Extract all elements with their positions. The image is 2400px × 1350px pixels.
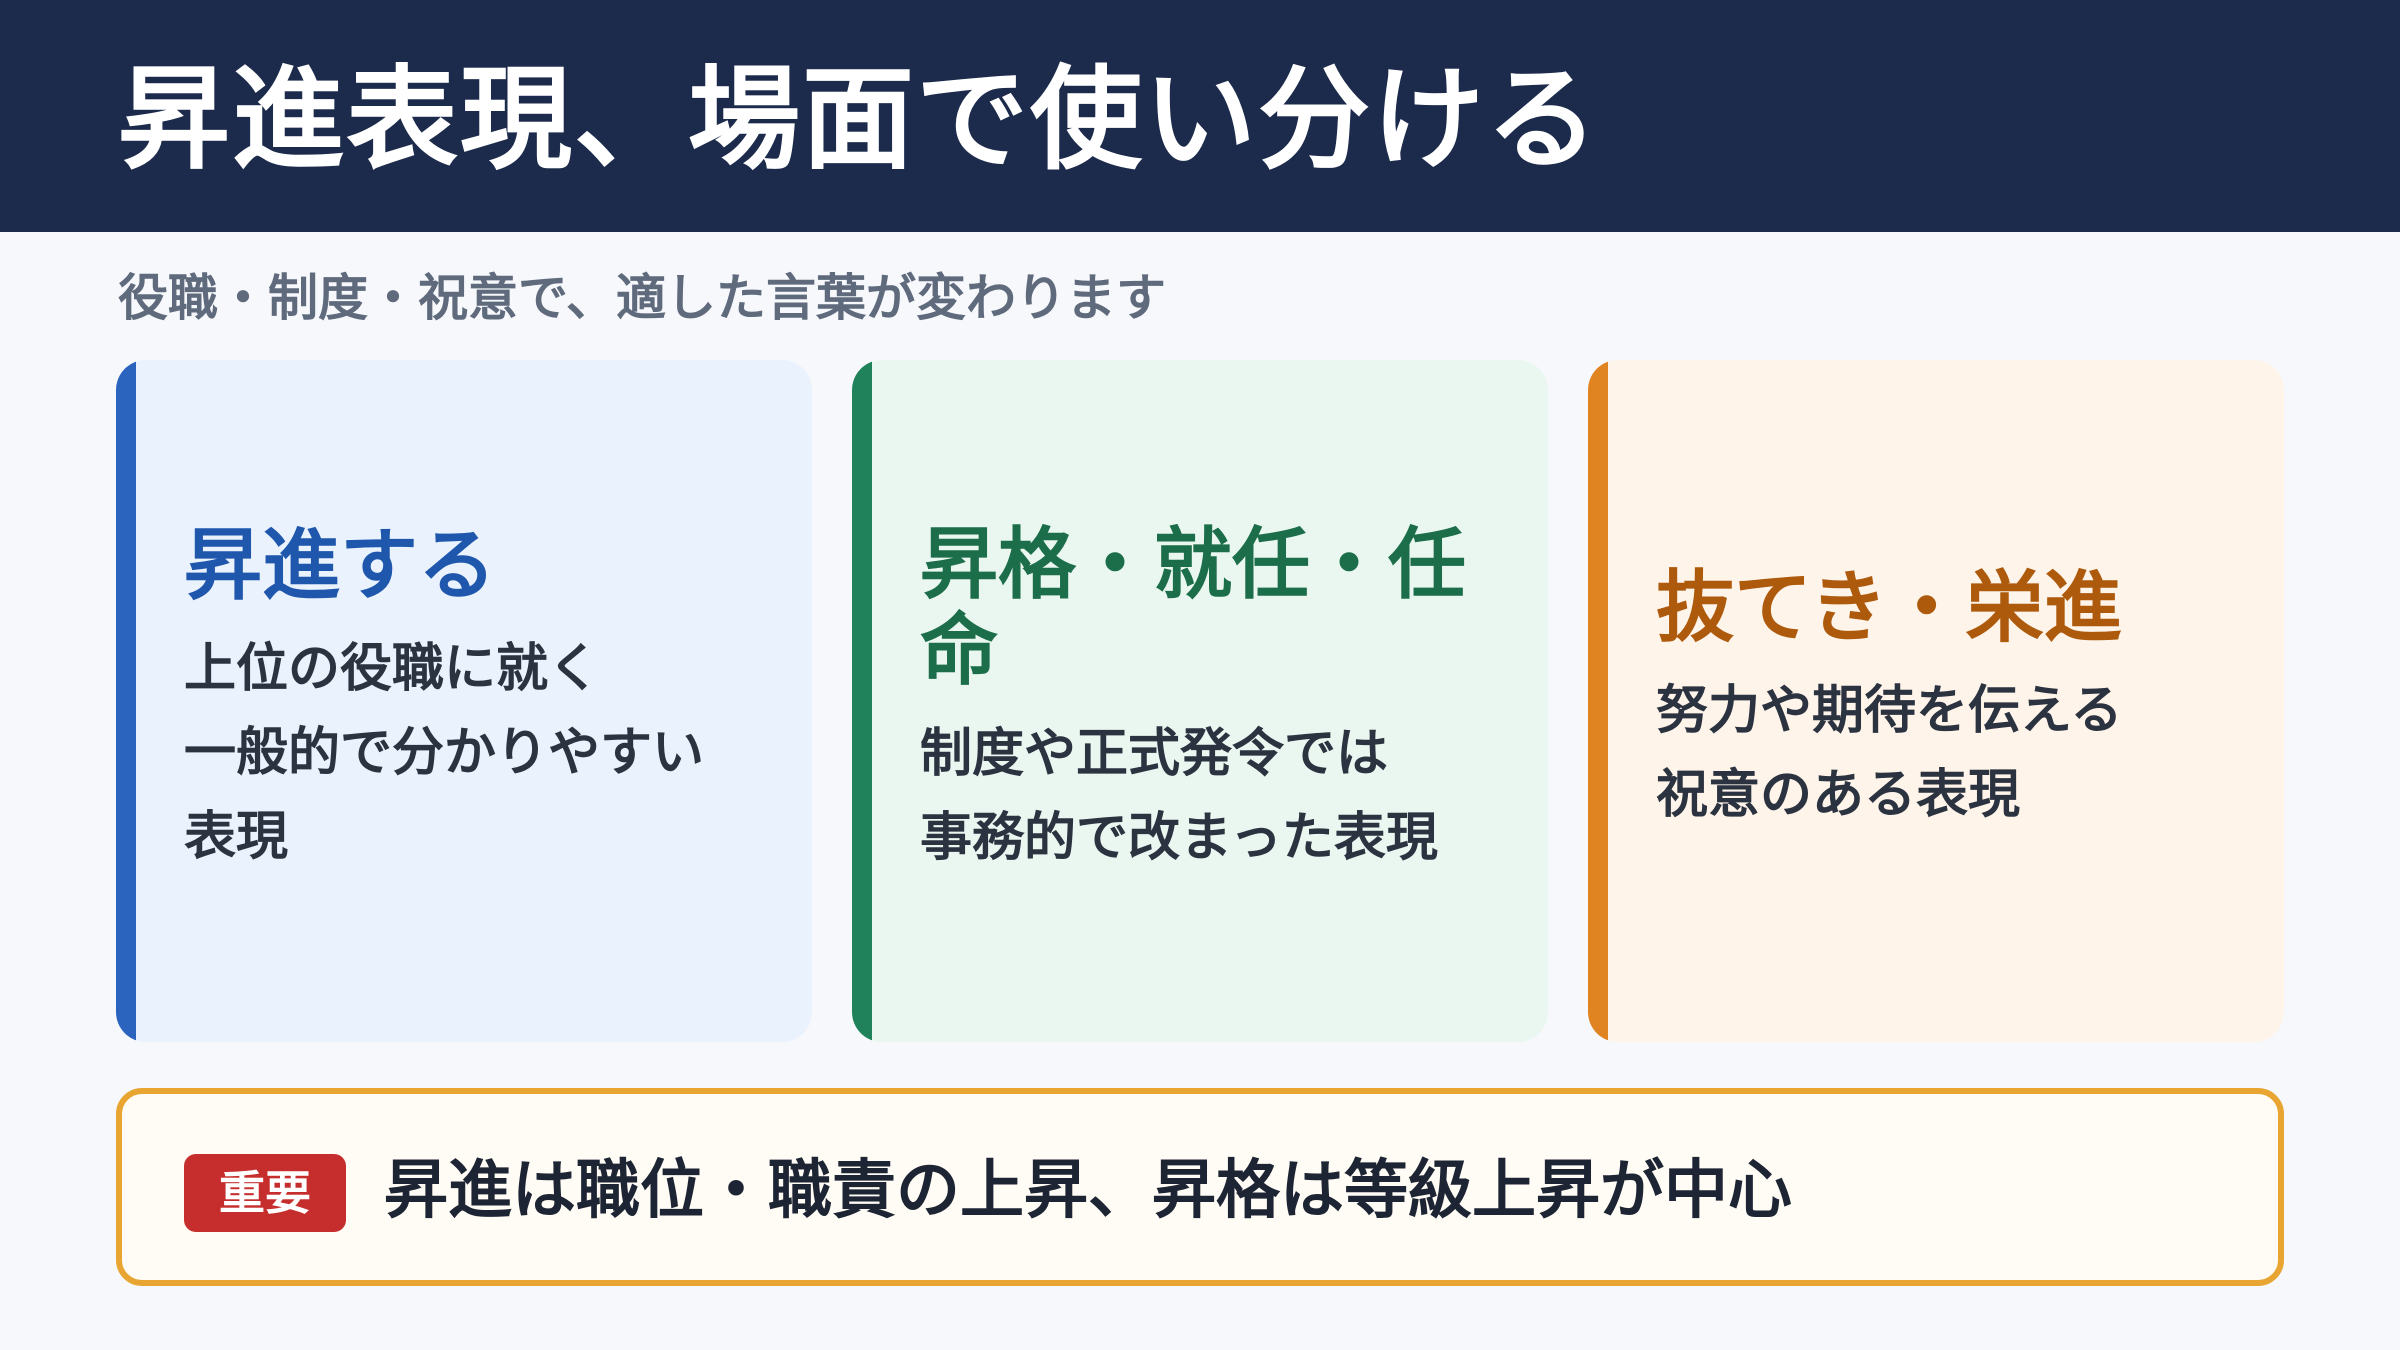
card-description-line: 表現	[184, 807, 289, 867]
card-description: 上位の役職に就く 一般的で分かりやすい 表現	[184, 627, 772, 879]
card-description-line: 祝意のある表現	[1656, 765, 2021, 825]
card-description-line: 上位の役職に就く	[184, 639, 601, 699]
card-description-line: 制度や正式発令では	[920, 724, 1389, 784]
card-shokaku: 昇格・就任・任命 制度や正式発令では 事務的で改まった表現	[852, 360, 1548, 1042]
important-note-text: 昇進は職位・職責の上昇、昇格は等級上昇が中心	[384, 1154, 1792, 1228]
important-badge: 重要	[184, 1154, 346, 1232]
page-subtitle: 役職・制度・祝意で、適した言葉が変わります	[118, 269, 1166, 327]
card-shoshin: 昇進する 上位の役職に就く 一般的で分かりやすい 表現	[116, 360, 812, 1042]
card-content: 昇進する 上位の役職に就く 一般的で分かりやすい 表現	[184, 360, 772, 1042]
card-content: 昇格・就任・任命 制度や正式発令では 事務的で改まった表現	[920, 360, 1508, 1042]
card-description: 制度や正式発令では 事務的で改まった表現	[920, 712, 1508, 880]
header-banner: 昇進表現、場面で使い分ける	[0, 0, 2400, 232]
card-title: 抜てき・栄進	[1656, 563, 2122, 653]
card-accent-bar	[116, 360, 136, 1042]
card-description-line: 一般的で分かりやすい	[184, 723, 705, 783]
card-description-line: 努力や期待を伝える	[1656, 681, 2123, 741]
card-description: 努力や期待を伝える 祝意のある表現	[1656, 669, 2244, 837]
card-title: 昇格・就任・任命	[920, 520, 1467, 696]
card-accent-bar	[1588, 360, 1608, 1042]
card-accent-bar	[852, 360, 872, 1042]
card-content: 抜てき・栄進 努力や期待を伝える 祝意のある表現	[1656, 360, 2244, 1042]
important-note-box: 重要 昇進は職位・職責の上昇、昇格は等級上昇が中心	[116, 1088, 2284, 1286]
page-title: 昇進表現、場面で使い分ける	[118, 55, 1600, 185]
card-description-line: 事務的で改まった表現	[920, 808, 1438, 868]
card-title: 昇進する	[184, 521, 497, 611]
card-batteki: 抜てき・栄進 努力や期待を伝える 祝意のある表現	[1588, 360, 2284, 1042]
